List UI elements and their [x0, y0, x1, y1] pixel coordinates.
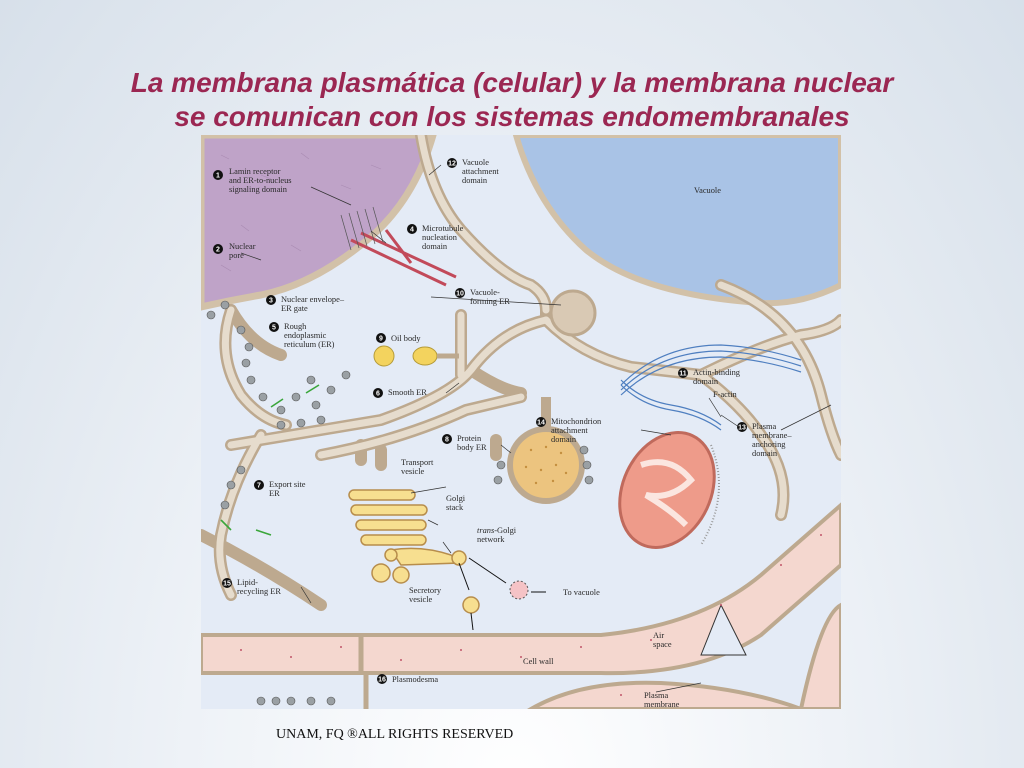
callout-markers: 1 2 3 4 5 6 7 8 9 10 11 12 13 14 15 16 [213, 158, 747, 684]
label-transport-vesicle: Transport vesicle [401, 458, 435, 476]
svg-text:13: 13 [738, 425, 746, 432]
secretory-vesicles [462, 580, 529, 614]
diagram-labels: Lamin receptor and ER-to-nucleus signali… [229, 158, 794, 709]
svg-text:16: 16 [378, 677, 386, 684]
svg-text:11: 11 [679, 371, 687, 378]
microtubule-hatching [340, 206, 384, 251]
svg-text:14: 14 [537, 420, 545, 427]
marker-1: 1 [213, 170, 223, 180]
f-actin-filaments [620, 344, 802, 431]
label-mitochondrion-attachment: Mitochondrion attachment domain [551, 417, 603, 444]
marker-14: 14 [536, 417, 546, 427]
cell-wall-lower [527, 680, 802, 709]
label-to-vacuole: To vacuole [563, 588, 600, 597]
marker-6: 6 [373, 388, 383, 398]
mitochondrion [618, 431, 720, 549]
slide-title-line-2: se comunican con los sistemas endomembra… [174, 101, 850, 132]
svg-text:4: 4 [410, 227, 414, 234]
label-nuclear-envelope-gate: Nuclear envelope– ER gate [281, 295, 346, 313]
trafficking-arrows [458, 557, 546, 631]
svg-text:12: 12 [448, 161, 456, 168]
trans-golgi-network [371, 547, 467, 584]
vacuole [512, 135, 841, 307]
marker-9: 9 [376, 333, 386, 343]
marker-13: 13 [737, 422, 747, 432]
marker-2: 2 [213, 244, 223, 254]
label-microtubule-domain: Microtubule nucleation domain [422, 224, 466, 251]
label-cell-wall: Cell wall [523, 657, 554, 666]
marker-16: 16 [377, 674, 387, 684]
ribosome-mrna-strands [220, 384, 320, 536]
cell-wall-horizontal [201, 502, 841, 676]
label-smooth-er: Smooth ER [388, 388, 427, 397]
copyright-footer: UNAM, FQ ®ALL RIGHTS RESERVED [276, 727, 514, 742]
marker-10: 10 [455, 288, 465, 298]
svg-text:3: 3 [269, 298, 273, 305]
chromatin-texture [220, 152, 382, 272]
slide-title: La membrana plasmática (celular) y la me… [40, 66, 984, 134]
svg-text:1: 1 [216, 173, 220, 180]
golgi-stack [348, 489, 428, 546]
label-rough-er: Rough endoplasmic reticulum (ER) [284, 322, 335, 349]
protein-body [493, 397, 594, 504]
oil-body [373, 345, 459, 367]
nucleus [201, 135, 437, 311]
label-lamin-receptor: Lamin receptor and ER-to-nucleus signali… [229, 167, 294, 194]
slide-title-line-1: La membrana plasmática (celular) y la me… [130, 67, 894, 98]
cell-wall-dots [240, 534, 822, 696]
microtubules [350, 229, 457, 287]
label-vacuole: Vacuole [694, 186, 721, 195]
svg-text:8: 8 [445, 437, 449, 444]
air-space [700, 603, 747, 656]
label-plasmodesma: Plasmodesma [392, 675, 438, 684]
marker-11: 11 [678, 368, 688, 378]
label-f-actin: F-actin [713, 390, 738, 399]
label-plasma-membrane: Plasma membrane [644, 691, 680, 709]
label-actin-binding: Actin-binding domain [693, 368, 742, 386]
endomembrane-diagram: 1 2 3 4 5 6 7 8 9 10 11 12 13 14 15 16 [201, 135, 841, 709]
label-vacuole-attachment: Vacuole attachment domain [462, 158, 501, 185]
marker-3: 3 [266, 295, 276, 305]
marker-5: 5 [269, 322, 279, 332]
svg-text:15: 15 [223, 581, 231, 588]
marker-12: 12 [447, 158, 457, 168]
label-vacuole-forming-er: Vacuole- forming ER [470, 288, 510, 306]
svg-text:7: 7 [257, 483, 261, 490]
marker-7: 7 [254, 480, 264, 490]
label-trans-golgi: trans-Golgi network [477, 526, 518, 544]
svg-text:5: 5 [272, 325, 276, 332]
er-network-lumen [216, 135, 841, 599]
label-export-site: Export site ER [269, 480, 308, 498]
svg-text:2: 2 [216, 247, 220, 254]
svg-text:9: 9 [379, 336, 383, 343]
label-air-space: Air space [653, 631, 672, 649]
label-pm-anchoring: Plasma membrane– anchoring domain [752, 422, 794, 458]
svg-text:10: 10 [456, 291, 464, 298]
plasmodesma [358, 635, 369, 709]
label-oil-body: Oil body [391, 334, 421, 343]
svg-text:6: 6 [376, 391, 380, 398]
vacuole-forming-er-bulb [549, 289, 597, 337]
label-nuclear-pore: Nuclear pore [229, 242, 258, 260]
cell-wall-vertical [798, 602, 841, 709]
marker-4: 4 [407, 224, 417, 234]
label-lipid-recycling: Lipid- recycling ER [237, 578, 281, 596]
ribosomes [206, 300, 351, 706]
leader-lines [240, 164, 832, 693]
marker-15: 15 [222, 578, 232, 588]
label-golgi-stack: Golgi stack [446, 494, 467, 512]
label-secretory-vesicle: Secretory vesicle [409, 586, 443, 604]
marker-8: 8 [442, 434, 452, 444]
label-protein-body: Protein body ER [457, 434, 487, 452]
